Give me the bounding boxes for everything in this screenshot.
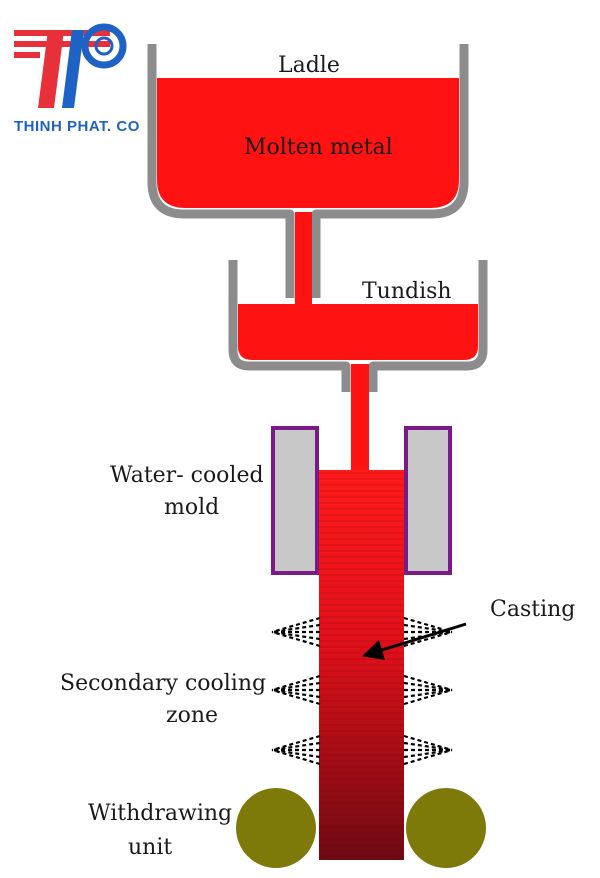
spray-nozzles — [271, 616, 453, 766]
logo-company-name: THINH PHAT. CO — [14, 118, 140, 135]
logo-t-stem — [38, 30, 64, 108]
label-cooling-line2: zone — [166, 703, 218, 728]
roller-left — [236, 788, 316, 868]
spray-left-3 — [271, 734, 321, 766]
label-ladle: Ladle — [278, 53, 340, 78]
mold-left — [271, 426, 319, 575]
ladle-vessel — [147, 44, 469, 298]
spray-left-2 — [271, 674, 321, 706]
label-mold-line2: mold — [164, 495, 219, 520]
label-mold-line1: Water- cooled — [110, 463, 264, 488]
casting-arrow — [361, 622, 467, 661]
label-molten-metal: Molten metal — [244, 135, 393, 160]
label-casting: Casting — [490, 597, 575, 622]
roller-right — [406, 788, 486, 868]
casting-strand-texture — [319, 470, 404, 860]
tundish-molten-metal — [238, 304, 478, 360]
label-withdraw-line2: unit — [128, 835, 172, 860]
spray-right-1 — [403, 616, 453, 648]
mold-right — [404, 426, 452, 575]
spray-right-3 — [403, 734, 453, 766]
tundish-nozzle-stream — [351, 364, 369, 474]
ladle-stream — [295, 212, 312, 308]
spray-left-1 — [271, 616, 321, 648]
tundish-vessel — [228, 260, 488, 392]
label-withdraw-line1: Withdrawing — [88, 801, 232, 826]
ladle-molten-metal — [157, 78, 459, 208]
logo-p-bowl — [81, 23, 127, 69]
logo-p-shape — [62, 30, 84, 108]
label-cooling-line1: Secondary cooling — [60, 671, 266, 696]
logo-p-bowl-inner — [94, 36, 114, 56]
company-logo: THINH PHAT. CO — [14, 23, 140, 135]
spray-right-2 — [403, 674, 453, 706]
label-tundish: Tundish — [362, 279, 452, 304]
